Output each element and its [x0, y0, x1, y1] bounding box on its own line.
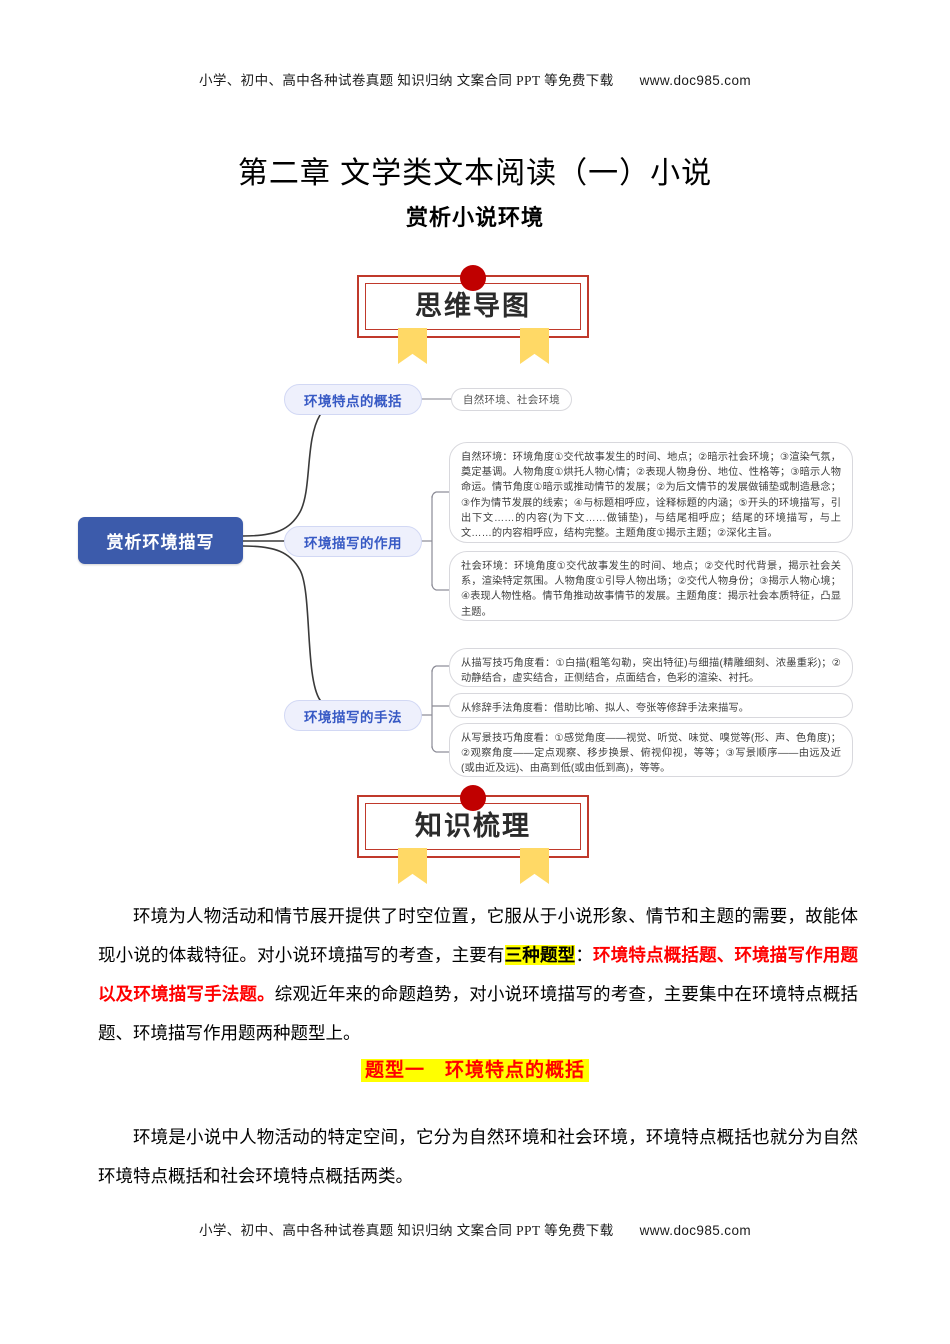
watermark-text: 小学、初中、高中各种试卷真题 知识归纳 文案合同 PPT 等免费下载: [198, 1223, 614, 1238]
mindmap-branch-environment-function[interactable]: 环境描写的作用: [284, 526, 422, 557]
mindmap-detail-box[interactable]: 从写景技巧角度看：①感觉角度——视觉、听觉、味觉、嗅觉等(形、声、色角度)；②观…: [449, 723, 853, 777]
banner-knowledge: 知识梳理: [357, 782, 593, 888]
ribbon-right-icon: [520, 328, 549, 364]
page-title: 第二章 文学类文本阅读（一）小说: [237, 157, 713, 190]
page-subtitle: 赏析小说环境: [405, 205, 544, 230]
header-watermark: 小学、初中、高中各种试卷真题 知识归纳 文案合同 PPT 等免费下载 www.do…: [0, 69, 950, 89]
body-paragraph-2: 环境是小说中人物活动的特定空间，它分为自然环境和社会环境，环境特点概括也就分为自…: [98, 1127, 858, 1186]
ribbon-left-icon: [398, 848, 427, 884]
banner-dot-icon: [460, 785, 486, 811]
paragraph-text: 综观近年来的命题趋势，对小说环境描写的考查，主要集中在环境特点概括题、环境描写作…: [98, 984, 859, 1043]
paragraph-text: 环境为人物活动和情节展开提供了时空位置，它服从于小说形象、情节和主题的需要，故能…: [98, 906, 858, 965]
ribbon-left-icon: [398, 328, 427, 364]
paragraph-text: ：: [575, 945, 594, 965]
mindmap-leaf-label: 自然环境、社会环境: [462, 394, 561, 406]
banner-mindmap: 思维导图: [357, 262, 593, 368]
mindmap-branch-label: 环境描写的手法: [304, 709, 402, 725]
banner-mindmap-label: 思维导图: [415, 291, 531, 321]
red-emphasis-text: 环境特点概括题、环境描写作用题以及环境描写手法题。: [98, 945, 859, 1004]
section-heading: 题型一 环境特点的概括: [0, 1055, 950, 1082]
mindmap-leaf-node[interactable]: 自然环境、社会环境: [451, 388, 572, 411]
mindmap-detail-box[interactable]: 自然环境：环境角度①交代故事发生的时间、地点；②暗示社会环境；③渲染气氛，奠定基…: [449, 442, 853, 543]
section-heading-label: 题型一 环境特点的概括: [360, 1059, 589, 1082]
watermark-url: www.doc985.com: [639, 73, 752, 88]
mindmap-root-node[interactable]: 赏析环境描写: [78, 517, 243, 564]
mindmap-branch-label: 环境描写的作用: [304, 535, 402, 551]
highlight-three-types: 三种题型: [504, 945, 576, 965]
mindmap-detail-box[interactable]: 社会环境：环境角度①交代故事发生的时间、地点；②交代时代背景，揭示社会关系，渲染…: [449, 551, 853, 621]
ribbon-right-icon: [520, 848, 549, 884]
mindmap-root-label: 赏析环境描写: [106, 533, 215, 552]
watermark-text: 小学、初中、高中各种试卷真题 知识归纳 文案合同 PPT 等免费下载: [198, 73, 614, 88]
body-paragraph-1: 环境为人物活动和情节展开提供了时空位置，它服从于小说形象、情节和主题的需要，故能…: [98, 897, 858, 1053]
banner-dot-icon: [460, 265, 486, 291]
watermark-url: www.doc985.com: [639, 1223, 752, 1238]
mindmap-branch-environment-features[interactable]: 环境特点的概括: [284, 384, 422, 415]
mindmap-detail-box[interactable]: 从修辞手法角度看：借助比喻、拟人、夸张等修辞手法来描写。: [449, 693, 853, 718]
mindmap-branch-label: 环境特点的概括: [304, 393, 402, 409]
mindmap-branch-environment-technique[interactable]: 环境描写的手法: [284, 700, 422, 731]
footer-watermark: 小学、初中、高中各种试卷真题 知识归纳 文案合同 PPT 等免费下载 www.do…: [0, 1219, 950, 1239]
mindmap-detail-box[interactable]: 从描写技巧角度看：①白描(粗笔勾勒，突出特征)与细描(精雕细刻、浓墨重彩)；②动…: [449, 648, 853, 687]
banner-knowledge-label: 知识梳理: [415, 811, 531, 841]
